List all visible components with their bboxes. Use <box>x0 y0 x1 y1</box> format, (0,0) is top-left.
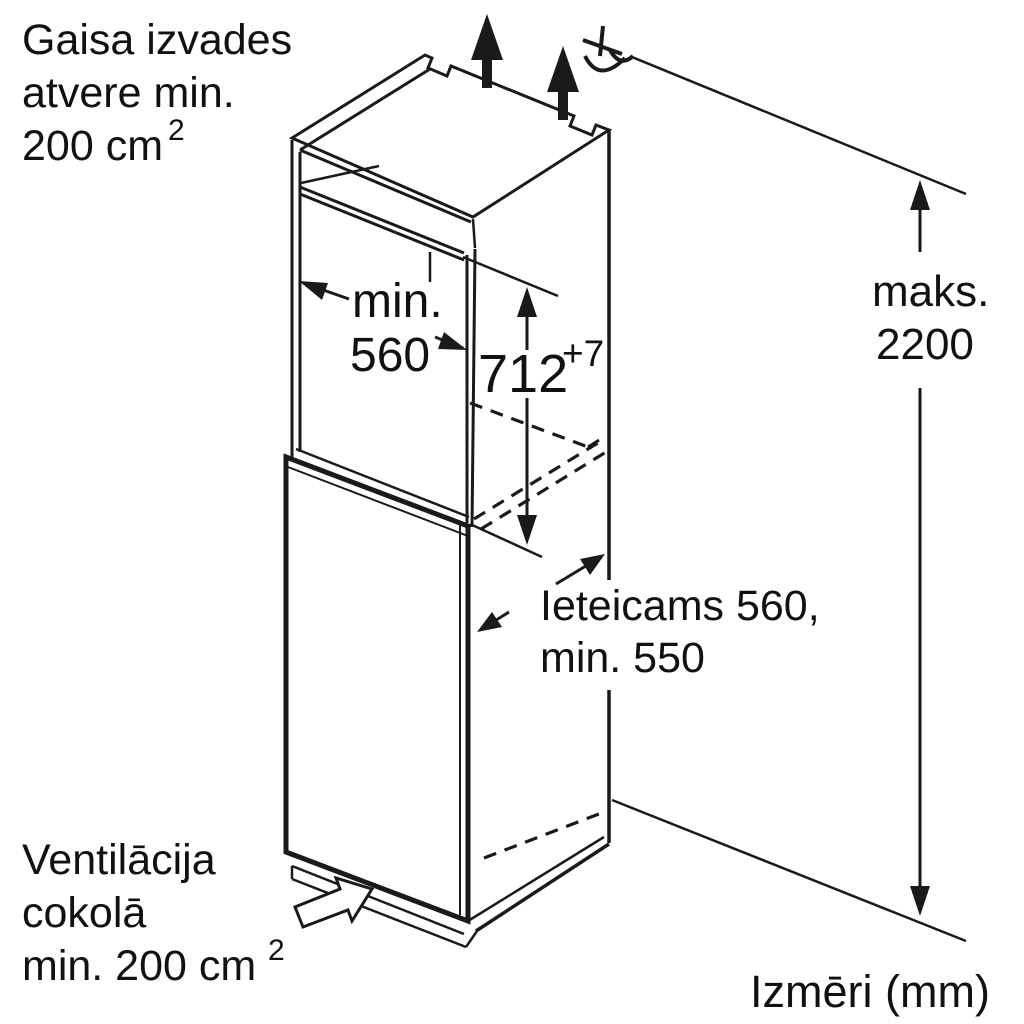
extension-line-niche-bottom <box>469 522 543 559</box>
door-panel <box>283 453 471 925</box>
plinth-slot-lower-edge <box>291 877 467 949</box>
niche-right-panel-edge <box>470 248 477 528</box>
arrowhead-up <box>517 287 537 317</box>
label-air-outlet-top: Gaisa izvades atvere min. 200 cm 2 <box>22 16 292 170</box>
niche-floor-edge <box>295 447 470 519</box>
plinth-right-connector <box>464 930 479 948</box>
arrowhead-down <box>517 515 537 545</box>
dimension-depth: Ieteicams 560, min. 550 <box>477 554 820 682</box>
ventilation-inlet-arrow-icon <box>293 875 375 929</box>
top-face-inner-left-edge <box>299 67 431 152</box>
side-bottom-upper-edge <box>467 835 605 923</box>
label-plinth-vent: Ventilācija cokolā min. 200 cm 2 <box>22 836 285 990</box>
label-depth-line2: min. 550 <box>540 634 705 682</box>
dimension-max-height: maks. 2200 <box>611 55 989 943</box>
plinth-vent-line1: Ventilācija <box>22 836 216 884</box>
air-slot-upper-edge <box>299 185 465 255</box>
hidden-niche-floor-edge-1 <box>473 439 602 521</box>
airflow-up-arrow-icon <box>471 14 503 88</box>
hidden-edges <box>469 401 607 860</box>
label-max-height-word: maks. <box>872 267 989 316</box>
front-right-corner-connector <box>471 218 477 249</box>
extension-line-floor <box>611 798 967 943</box>
top-face-inner-front-edge <box>299 148 472 224</box>
label-niche-width-value: 560 <box>350 329 430 382</box>
air-outlet-symbol-icon <box>582 25 635 73</box>
label-max-height-value: 2200 <box>876 320 974 369</box>
hidden-niche-floor-edge-2 <box>480 450 607 531</box>
plinth-vent-line3: min. 200 cm <box>22 942 256 990</box>
plinth-vent-line2: cokolā <box>22 889 146 937</box>
extension-line-niche-top <box>462 255 559 298</box>
label-depth-line1: Ieteicams 560, <box>540 582 820 630</box>
plinth-slot-upper-edge <box>291 864 465 936</box>
air-slot-lower-edge <box>299 192 465 262</box>
hidden-back-channel-line <box>469 401 589 449</box>
arrowhead-up <box>910 180 930 210</box>
dimension-niche-height: 712 +7 <box>428 252 604 559</box>
side-bottom-lower-edge <box>475 842 610 933</box>
arrowhead-front <box>477 612 502 632</box>
door-top-inner-line <box>287 466 469 537</box>
arrowhead-right <box>438 332 467 350</box>
label-units-note: Izmēri (mm) <box>750 966 990 1017</box>
extension-line-ceiling <box>631 55 967 196</box>
arrowhead-back <box>580 554 605 575</box>
plinth-vent-line3-sup: 2 <box>268 934 285 967</box>
hidden-back-channel-hook <box>587 435 605 449</box>
air-outlet-line3: 200 cm <box>22 122 163 170</box>
cabinet-outline <box>283 53 613 949</box>
air-slot-wedge-line <box>300 164 380 185</box>
label-niche-width-word: min. <box>352 275 443 328</box>
label-niche-height-tolerance: +7 <box>562 333 604 374</box>
hidden-bottom-back-edge <box>483 810 605 860</box>
airflow-up-arrow-icon <box>547 46 579 120</box>
label-niche-height-value: 712 <box>478 344 568 404</box>
dimension-niche-width: min. 560 <box>299 275 467 382</box>
arrowhead-left <box>299 281 328 300</box>
air-outlet-line1: Gaisa izvades <box>22 16 292 64</box>
air-outlet-line2: atvere min. <box>22 69 235 117</box>
air-outlet-line3-sup: 2 <box>168 114 185 147</box>
cabinet-top-face <box>288 53 613 219</box>
arrowhead-down <box>910 886 930 916</box>
